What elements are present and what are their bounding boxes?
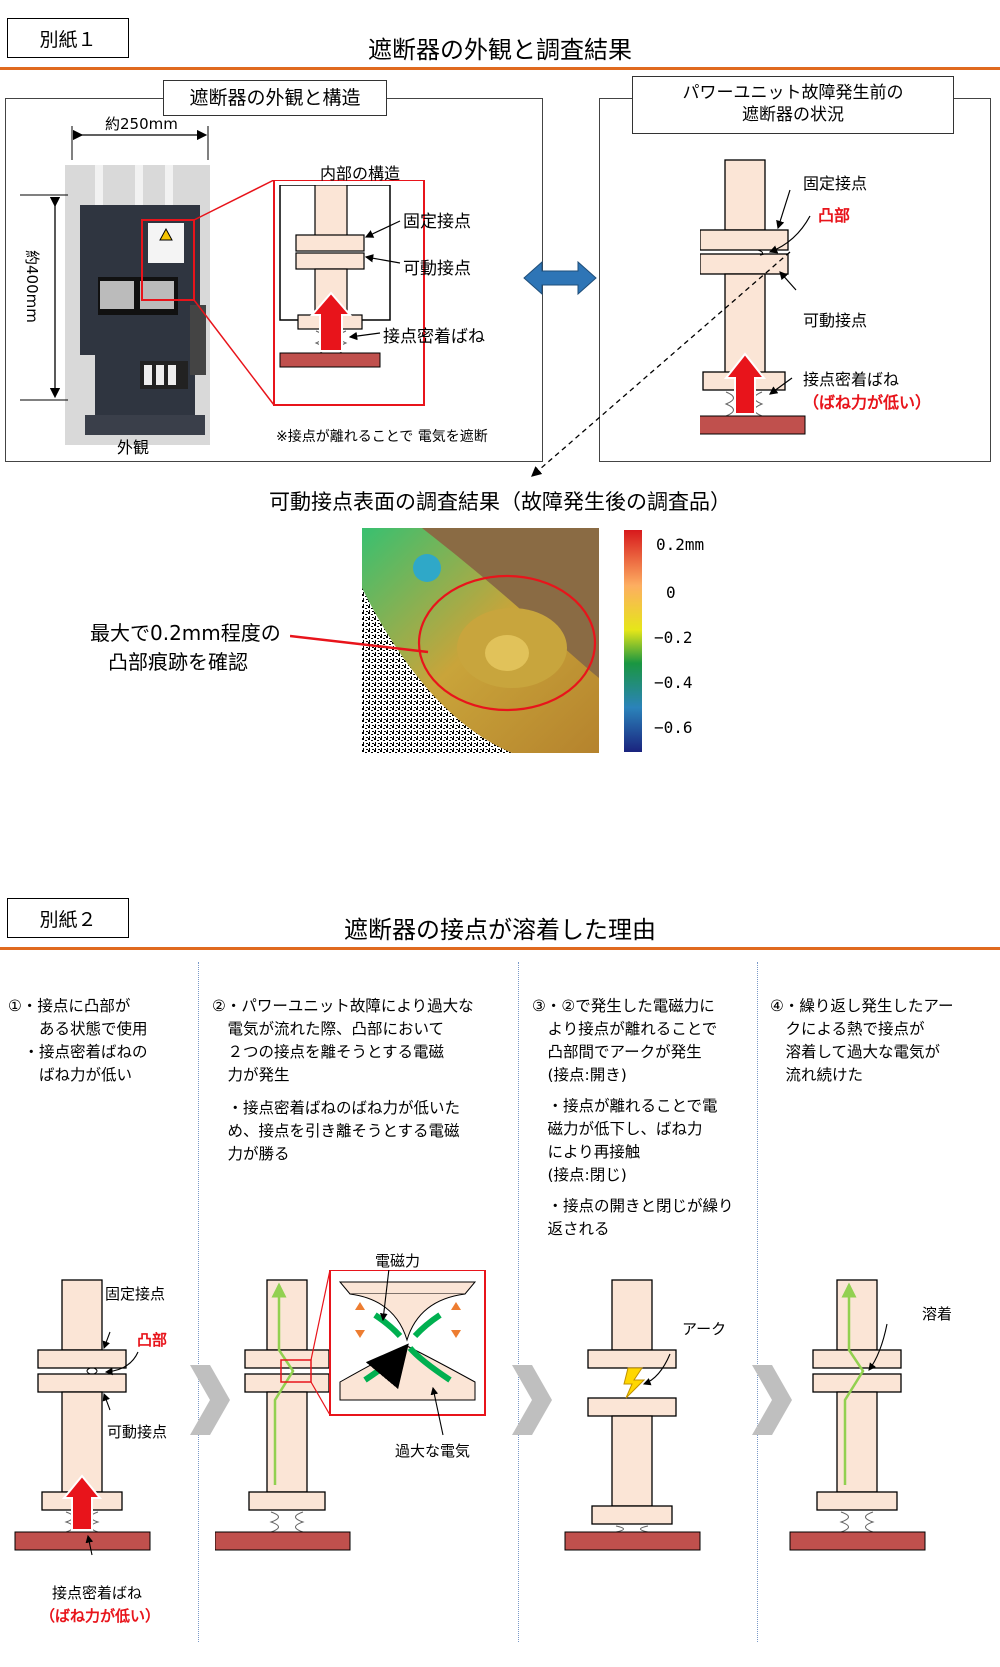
pre-spring-note: （ばね力が低い） [803,393,932,412]
link-dashed-arrow [531,251,791,477]
step3-line: より接点が離れることで [532,1020,718,1038]
step2-line: ・接点密着ばねのばね力が低いた [212,1099,461,1117]
step1-line: ある状態で使用 [8,1020,148,1038]
surface-scan-image [362,528,599,753]
step1-diagram [14,1279,151,1556]
investigation-title: 可動接点表面の調査結果（故障発生後の調査品） [269,490,731,514]
step3-diagram [564,1279,701,1551]
scale-tick-4: −0.6 [654,718,693,737]
internal-spring: 接点密着ばね [383,327,485,347]
step4-line: 溶着して過大な電気が [770,1043,941,1061]
scale-tick-3: −0.4 [654,673,693,692]
finding-arrow [290,634,429,654]
sheet2-tag: 別紙２ [7,898,129,938]
step2-line [212,1087,474,1097]
step3-line: (接点:閉じ) [532,1166,627,1184]
step2-line: ２つの接点を離そうとする電磁 [212,1043,445,1061]
pre-fixed-contact: 固定接点 [803,174,868,193]
step2-text: ②・パワーユニット故障により過大な 電気が流れた際、凸部において ２つの接点を離… [212,995,474,1166]
depth-colorbar [624,530,642,752]
step3-line: 返される [532,1220,610,1238]
step1-fixed-contact: 固定接点 [105,1285,166,1303]
step1-line: ①・接点に凸部が [8,997,131,1015]
step3-line: により再接触 [532,1143,641,1161]
step-chevron-2 [512,1365,552,1435]
zoom-outline [141,180,425,406]
step2-diagram [215,1270,486,1551]
step1-movable-contact: 可動接点 [107,1423,168,1441]
step3-line: ③・②で発生した電磁力に [532,997,715,1015]
pre-failure-structure [700,159,811,435]
step-chevron-1 [190,1365,230,1435]
step2-line: 力が発生 [212,1066,290,1084]
finding-line2: 凸部痕跡を確認 [108,650,248,674]
separator-2 [518,962,519,1642]
scale-tick-0: 0.2mm [656,535,705,554]
sheet1-tag: 別紙１ [7,18,129,58]
breaker-photo [65,165,210,445]
compare-arrow [523,260,597,296]
internal-title: 内部の構造 [320,164,401,183]
excess-current-label: 過大な電気 [395,1442,471,1460]
step1-line: ・接点密着ばねの [8,1043,148,1061]
step2-line: 電気が流れた際、凸部において [212,1020,445,1038]
step4-diagram [789,1279,926,1551]
sheet1-rule [0,67,1000,70]
step1-line: ばね力が低い [8,1066,133,1084]
step1-bump: 凸部 [137,1331,168,1349]
pre-spring-label: 接点密着ばね [803,370,900,389]
separator-1 [198,962,199,1642]
separator-3 [757,962,758,1642]
arc-label: アーク [682,1320,727,1338]
sheet1-title: 遮断器の外観と調査結果 [368,36,632,64]
sheet2-title: 遮断器の接点が溶着した理由 [344,916,656,944]
scale-tick-2: −0.2 [654,628,693,647]
step1-text: ①・接点に凸部が ある状態で使用 ・接点密着ばねの ばね力が低い [8,995,148,1087]
appearance-panel-title: 遮断器の外観と構造 [163,80,387,116]
step1-spring: 接点密着ばね [52,1584,143,1602]
step3-line: 凸部間でアークが発生 [532,1043,702,1061]
step3-line: ・接点の開きと閉じが繰り [532,1197,734,1215]
internal-movable-contact: 可動接点 [403,259,471,279]
step3-line [532,1187,734,1195]
condition-title-line2: 遮断器の状況 [742,105,844,125]
interrupt-note: ※接点が離れることで 電気を遮断 [276,429,488,445]
step4-line: クによる熱で接点が [770,1020,925,1038]
step2-line: ②・パワーユニット故障により過大な [212,997,474,1015]
step3-line: 磁力が低下し、ばね力 [532,1120,703,1138]
step4-text: ④・繰り返し発生したアー クによる熱で接点が 溶着して過大な電気が 流れ続けた [770,995,953,1087]
condition-title-line1: パワーユニット故障発生前の [682,83,904,103]
step2-line: 力が勝る [212,1145,290,1163]
weld-label: 溶着 [922,1305,953,1323]
height-label: 約400mm [23,250,41,323]
dimension-lines [20,126,209,401]
em-force-label: 電磁力 [375,1252,421,1270]
internal-structure [279,185,401,368]
step1-spring-note: （ばね力が低い） [40,1607,161,1625]
pre-bump-label: 凸部 [818,206,851,225]
scale-tick-1: 0 [666,583,676,602]
condition-panel-title: パワーユニット故障発生前の 遮断器の状況 [632,76,954,134]
step-chevron-3 [752,1365,792,1435]
pre-movable-contact: 可動接点 [803,311,868,330]
step2-line: め、接点を引き離そうとする電磁 [212,1122,460,1140]
width-label: 約250mm [105,115,178,133]
step3-text: ③・②で発生した電磁力に より接点が離れることで 凸部間でアークが発生 (接点:… [532,995,734,1241]
step4-line: 流れ続けた [770,1066,864,1084]
step3-line [532,1087,734,1095]
exterior-label: 外観 [117,438,150,457]
step3-line: ・接点が離れることで電 [532,1097,718,1115]
finding-line1: 最大で0.2mm程度の [90,621,281,645]
step3-line: (接点:開き) [532,1066,627,1084]
step4-line: ④・繰り返し発生したアー [770,997,954,1015]
sheet2-rule [0,947,1000,950]
internal-fixed-contact: 固定接点 [403,212,471,232]
